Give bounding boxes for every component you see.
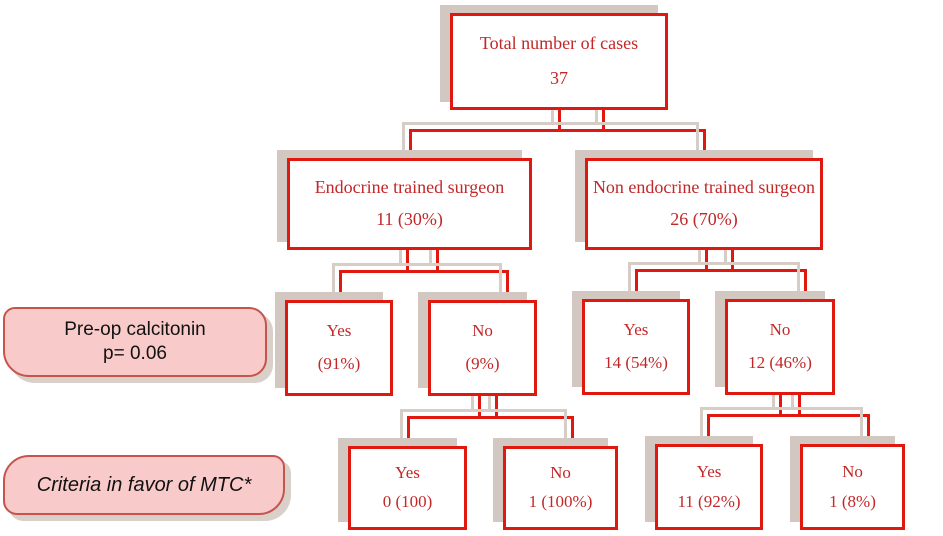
node-value: (9%) <box>465 354 500 374</box>
connector-segment <box>707 414 870 417</box>
node-value: 11 (92%) <box>677 491 741 511</box>
node-nonendocrine-calcitonin-yes: Yes 14 (54%) <box>582 299 690 395</box>
connector-segment <box>406 248 409 271</box>
connector-segment <box>571 416 574 446</box>
node-value: (91%) <box>317 354 361 374</box>
node-value: 1 (100%) <box>528 492 593 512</box>
node-total-cases: Total number of cases 37 <box>450 13 668 110</box>
connector-segment <box>707 414 710 444</box>
connector-segment <box>731 248 734 270</box>
node-non-endocrine-trained-surgeon: Non endocrine trained surgeon 26 (70%) <box>585 158 823 250</box>
node-value: 37 <box>550 67 568 88</box>
label-pvalue: p= 0.06 <box>103 343 167 364</box>
node-value: 26 (70%) <box>670 209 738 230</box>
node-endocrine-calcitonin-yes: Yes (91%) <box>285 300 393 396</box>
node-nonendocrine-criteria-no: No 1 (8%) <box>800 444 905 530</box>
connector-segment <box>804 269 807 299</box>
node-title: Total number of cases <box>479 33 639 54</box>
node-title: Yes <box>326 320 352 340</box>
node-title: No <box>550 462 571 482</box>
node-title: Yes <box>395 462 420 482</box>
connector-segment <box>436 248 439 271</box>
connector-segment <box>409 129 706 132</box>
node-nonendocrine-calcitonin-no: No 12 (46%) <box>725 299 835 395</box>
connector-segment <box>867 414 870 444</box>
connector-segment <box>339 270 342 300</box>
node-title: No <box>842 461 863 481</box>
node-value: 12 (46%) <box>748 353 812 373</box>
node-value: 14 (54%) <box>604 353 668 373</box>
connector-segment <box>409 129 412 158</box>
connector-segment <box>495 394 498 417</box>
connector-segment <box>635 269 638 299</box>
node-endocrine-criteria-no: No 1 (100%) <box>503 446 618 530</box>
node-endocrine-criteria-yes: Yes 0 (100) <box>348 446 467 530</box>
node-nonendocrine-criteria-yes: Yes 11 (92%) <box>655 444 763 530</box>
connector-segment <box>705 248 708 270</box>
connector-segment <box>703 129 706 158</box>
connector-segment <box>407 416 410 446</box>
label-criteria-mtc: Criteria in favor of MTC* <box>3 455 285 515</box>
connector-segment <box>798 393 801 415</box>
node-title: Yes <box>696 461 722 481</box>
label-title: Criteria in favor of MTC* <box>36 473 252 496</box>
connector-segment <box>478 394 481 417</box>
node-title: Endocrine trained surgeon <box>314 176 505 197</box>
node-value: 1 (8%) <box>829 491 876 511</box>
connector-segment <box>339 270 509 273</box>
label-preop-calcitonin: Pre-op calcitonin p= 0.06 <box>3 307 267 377</box>
connector-segment <box>407 416 574 419</box>
node-endocrine-calcitonin-no: No (9%) <box>428 300 537 396</box>
connector-segment <box>602 108 605 131</box>
label-title: Pre-op calcitonin <box>64 319 206 341</box>
connector-segment <box>558 108 561 131</box>
connector-segment <box>779 393 782 415</box>
node-title: Non endocrine trained surgeon <box>592 176 816 197</box>
node-title: No <box>769 319 791 339</box>
node-value: 11 (30%) <box>376 209 443 230</box>
node-title: Yes <box>623 319 649 339</box>
node-title: No <box>472 320 493 340</box>
connector-segment <box>635 269 807 272</box>
connector-segment <box>506 270 509 300</box>
node-value: 0 (100) <box>382 492 433 512</box>
node-endocrine-trained-surgeon: Endocrine trained surgeon 11 (30%) <box>287 158 532 250</box>
